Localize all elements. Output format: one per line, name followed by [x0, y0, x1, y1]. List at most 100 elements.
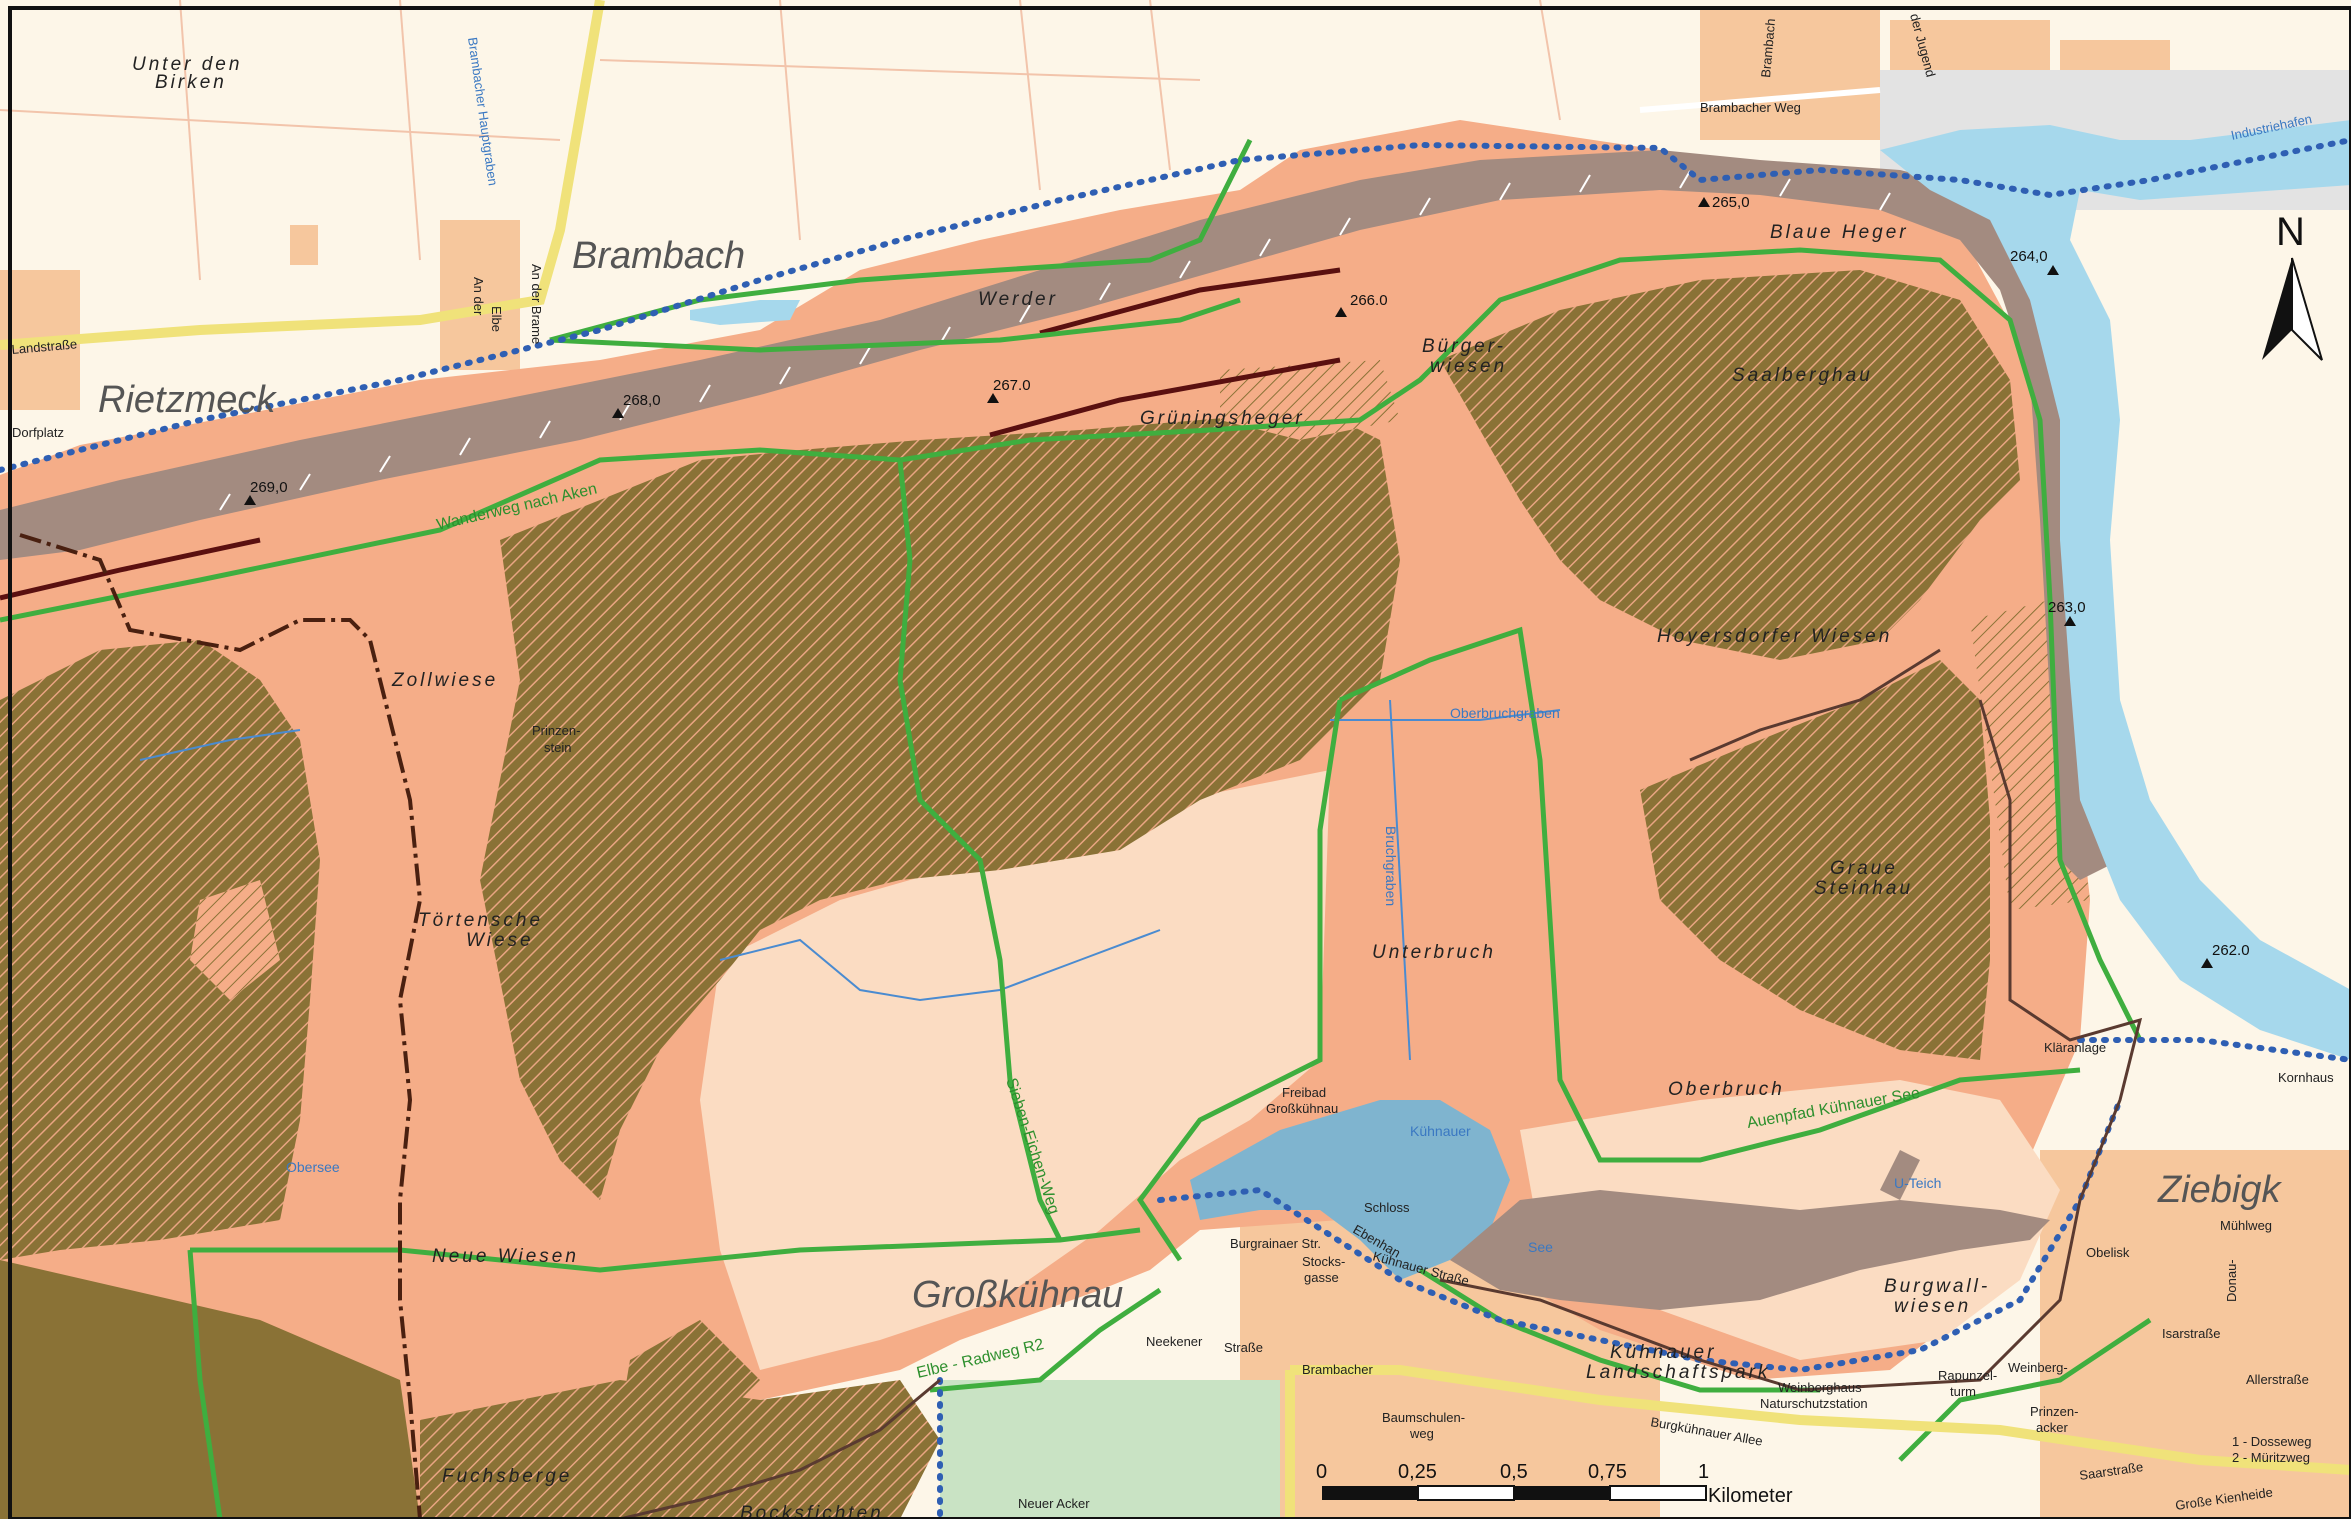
road-weinbergweg: Weinberg-	[2008, 1360, 2068, 1375]
locale-graue-1: Graue	[1830, 858, 1898, 879]
locale-unter-den: Unter den	[132, 54, 242, 75]
road-kornhaus: Kornhaus	[2278, 1070, 2334, 1085]
dike-band	[0, 150, 2120, 880]
elevation-264: 264,0	[2010, 248, 2048, 265]
elevation-262: 262.0	[2212, 942, 2250, 959]
road-neekener: Neekener	[1146, 1334, 1203, 1349]
road-neuer-acker: Neuer Acker	[1018, 1496, 1090, 1511]
locale-buergerwiesen-2: wiesen	[1430, 356, 1507, 377]
elevation-263: 263,0	[2048, 599, 2086, 616]
scale-bar: 0 0,25 0,5 0,75 1 Kilometer	[1316, 1461, 1793, 1507]
road-mueritzweg: 2 - Müritzweg	[2232, 1450, 2310, 1465]
locale-werder: Werder	[978, 289, 1058, 310]
water-obersee: Obersee	[286, 1159, 340, 1175]
road-weinberghaus-1: Weinberghaus	[1778, 1380, 1862, 1395]
scale-tick-3: 0,75	[1588, 1461, 1627, 1483]
road-donaustrasse: Donau-	[2224, 1259, 2239, 1302]
map-frame	[8, 6, 2351, 1519]
elevation-265: 265,0	[1712, 194, 1750, 211]
brambach-water	[690, 300, 800, 325]
locale-birken: Birken	[155, 72, 227, 93]
road-rapunzelturm-1: Rapunzel-	[1938, 1368, 1997, 1383]
field-area	[700, 770, 1330, 1370]
district-boundary	[19, 533, 423, 1519]
elevation-266: 266.0	[1350, 292, 1388, 309]
road-an-der-brame: An der Brame	[529, 264, 544, 344]
dike-ticks	[219, 170, 1891, 511]
locale-landschaftspark-2: Landschaftspark	[1586, 1362, 1770, 1383]
scale-tick-1: 0,25	[1398, 1461, 1437, 1483]
place-rietzmeck: Rietzmeck	[98, 379, 277, 421]
see-grey-area	[1450, 1190, 2050, 1310]
road-gasse: gasse	[1304, 1270, 1339, 1285]
road-brambacher-strasse: Brambacher	[1302, 1362, 1373, 1377]
place-brambach: Brambach	[572, 235, 745, 277]
field-grid	[0, 0, 1561, 281]
road-burgrainaer: Burgrainaer Str.	[1230, 1236, 1321, 1251]
industriehafen-water	[2150, 120, 2351, 170]
locale-landschaftspark-1: Kühnauer	[1610, 1342, 1716, 1363]
locale-buergerwiesen-1: Bürger-	[1422, 336, 1506, 357]
place-ziebigk: Ziebigk	[2157, 1169, 2282, 1211]
road-prinzenstein-2: stein	[544, 740, 571, 755]
water-labels: Oberbruchgraben Bruchgraben Kühnauer See…	[286, 705, 1941, 1255]
forest-areas	[0, 270, 2020, 1519]
road-schloss: Schloss	[1364, 1200, 1410, 1215]
road-allerstrasse: Allerstraße	[2246, 1372, 2309, 1387]
road-landstrasse: Landstraße	[11, 336, 78, 357]
road-prinzenstein-1: Prinzen-	[532, 723, 580, 738]
road-an-der-elbe-1: An der	[471, 277, 486, 316]
road-dosseweg: 1 - Dosseweg	[2232, 1434, 2311, 1449]
locale-neue-wiesen: Neue Wiesen	[432, 1246, 579, 1267]
elevation-268: 268,0	[623, 392, 661, 409]
north-arrow: N	[2262, 210, 2323, 361]
locale-oberbruch: Oberbruch	[1668, 1079, 1785, 1100]
water-kuehnauer-see-1: Kühnauer	[1410, 1123, 1471, 1139]
railway	[619, 648, 2143, 1519]
scale-tick-4: 1	[1698, 1461, 1709, 1483]
scale-unit: Kilometer	[1708, 1485, 1793, 1507]
water-oberbruchgraben: Oberbruchgraben	[1450, 705, 1560, 721]
streams	[139, 699, 1561, 1061]
north-arrow-icon	[2262, 258, 2292, 360]
dike-edges	[0, 267, 1341, 601]
road-weg: weg	[1409, 1426, 1434, 1441]
river-elbe[interactable]	[1880, 125, 2351, 1060]
road-stocks: Stocks-	[1302, 1254, 1345, 1269]
locale-graue-2: Steinhau	[1814, 878, 1913, 899]
road-freibad-2: Großkühnau	[1266, 1101, 1338, 1116]
locale-toertensche-1: Törtensche	[418, 910, 543, 931]
water-kuehnauer-see-2: See	[1528, 1239, 1553, 1255]
green-park	[940, 1380, 1280, 1519]
locale-zollwiese: Zollwiese	[391, 670, 498, 691]
scale-tick-0: 0	[1316, 1461, 1327, 1483]
locale-blaue-heger: Blaue Heger	[1770, 222, 1909, 243]
road-an-der-elbe-2: Elbe	[489, 306, 504, 332]
locale-burgwall-1: Burgwall-	[1884, 1276, 1990, 1297]
water-u-teich: U-Teich	[1894, 1175, 1941, 1191]
water-bruchgraben: Bruchgraben	[1383, 826, 1399, 906]
road-brambacher-weg: Brambacher Weg	[1700, 100, 1801, 115]
road-prinzenacker: Prinzen-	[2030, 1404, 2078, 1419]
road-muehlweg: Mühlweg	[2220, 1218, 2272, 1233]
elevation-markers	[244, 197, 2213, 968]
place-grosskuehnau: Großkühnau	[912, 1274, 1123, 1316]
road-strasse: Straße	[1224, 1340, 1263, 1355]
locale-toertensche-2: Wiese	[466, 930, 534, 951]
locale-fuchsberge: Fuchsberge	[442, 1466, 572, 1487]
trails[interactable]	[0, 138, 2152, 1519]
road-klaeranlage: Kläranlage	[2044, 1040, 2106, 1055]
locale-unterbruch: Unterbruch	[1372, 942, 1496, 963]
elevation-269: 269,0	[250, 479, 288, 496]
road-dorfplatz: Dorfplatz	[12, 425, 64, 440]
road-brambach-vert: Brambach	[1758, 18, 1778, 78]
locale-hoyersdorfer-wiesen: Hoyersdorfer Wiesen	[1657, 626, 1892, 647]
kuehnauer-see[interactable]	[1190, 1100, 1510, 1280]
road-rapunzelturm-2: turm	[1950, 1384, 1976, 1399]
road-freibad-1: Freibad	[1282, 1085, 1326, 1100]
locale-burgwall-2: wiesen	[1894, 1296, 1971, 1317]
locale-bocksfichten: Bocksfichten	[740, 1503, 884, 1519]
scale-tick-2: 0,5	[1500, 1461, 1528, 1483]
